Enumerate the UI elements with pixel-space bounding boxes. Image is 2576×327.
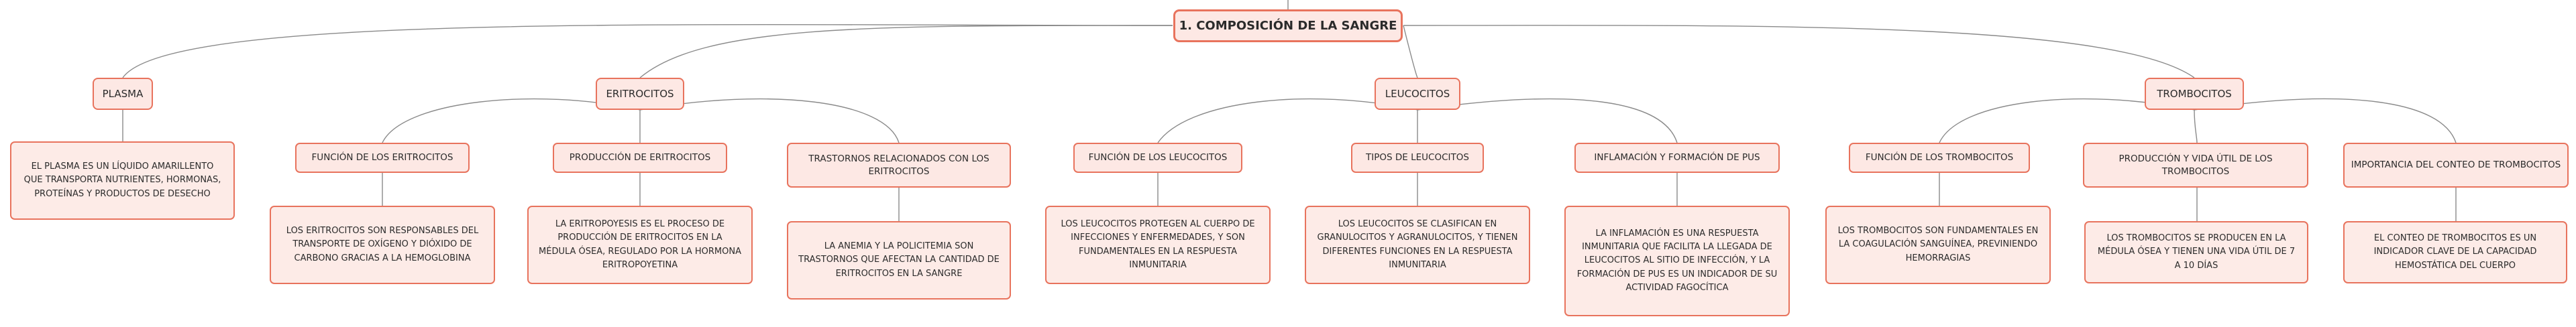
leucocitos-node[interactable]: LEUCOCITOS: [1375, 78, 1460, 110]
eritrocitos-node[interactable]: ERITROCITOS: [596, 78, 684, 110]
root-node[interactable]: 1. COMPOSICIÓN DE LA SANGRE: [1173, 9, 1403, 42]
trastornos-eritrocitos-description: LA ANEMIA Y LA POLICITEMIA SON TRASTORNO…: [787, 221, 1011, 300]
funcion-leucocitos-node[interactable]: FUNCIÓN DE LOS LEUCOCITOS: [1073, 143, 1242, 173]
produccion-trombocitos-description: LOS TROMBOCITOS SE PRODUCEN EN LA MÉDULA…: [2084, 221, 2308, 283]
produccion-trombocitos-node[interactable]: PRODUCCIÓN Y VIDA ÚTIL DE LOS TROMBOCITO…: [2083, 143, 2308, 188]
conteo-trombocitos-description: EL CONTEO DE TROMBOCITOS ES UN INDICADOR…: [2343, 221, 2567, 283]
funcion-eritrocitos-description: LOS ERITROCITOS SON RESPONSABLES DEL TRA…: [270, 206, 495, 284]
trastornos-eritrocitos-node[interactable]: TRASTORNOS RELACIONADOS CON LOS ERITROCI…: [787, 143, 1011, 188]
produccion-eritrocitos-description: LA ERITROPOYESIS ES EL PROCESO DE PRODUC…: [527, 206, 753, 284]
conteo-trombocitos-node[interactable]: IMPORTANCIA DEL CONTEO DE TROMBOCITOS: [2343, 143, 2569, 188]
funcion-eritrocitos-node[interactable]: FUNCIÓN DE LOS ERITROCITOS: [295, 143, 470, 173]
trombocitos-node[interactable]: TROMBOCITOS: [2145, 78, 2244, 110]
funcion-leucocitos-description: LOS LEUCOCITOS PROTEGEN AL CUERPO DE INF…: [1045, 206, 1271, 284]
inflamacion-pus-node[interactable]: INFLAMACIÓN Y FORMACIÓN DE PUS: [1574, 143, 1780, 173]
plasma-description: EL PLASMA ES UN LÍQUIDO AMARILLENTO QUE …: [10, 141, 235, 220]
tipos-leucocitos-node[interactable]: TIPOS DE LEUCOCITOS: [1351, 143, 1484, 173]
tipos-leucocitos-description: LOS LEUCOCITOS SE CLASIFICAN EN GRANULOC…: [1305, 206, 1530, 284]
funcion-trombocitos-node[interactable]: FUNCIÓN DE LOS TROMBOCITOS: [1849, 143, 2030, 173]
plasma-node[interactable]: PLASMA: [93, 78, 153, 110]
inflamacion-pus-description: LA INFLAMACIÓN ES UNA RESPUESTA INMUNITA…: [1564, 206, 1790, 316]
produccion-eritrocitos-node[interactable]: PRODUCCIÓN DE ERITROCITOS: [553, 143, 727, 173]
funcion-trombocitos-description: LOS TROMBOCITOS SON FUNDAMENTALES EN LA …: [1825, 206, 2051, 284]
